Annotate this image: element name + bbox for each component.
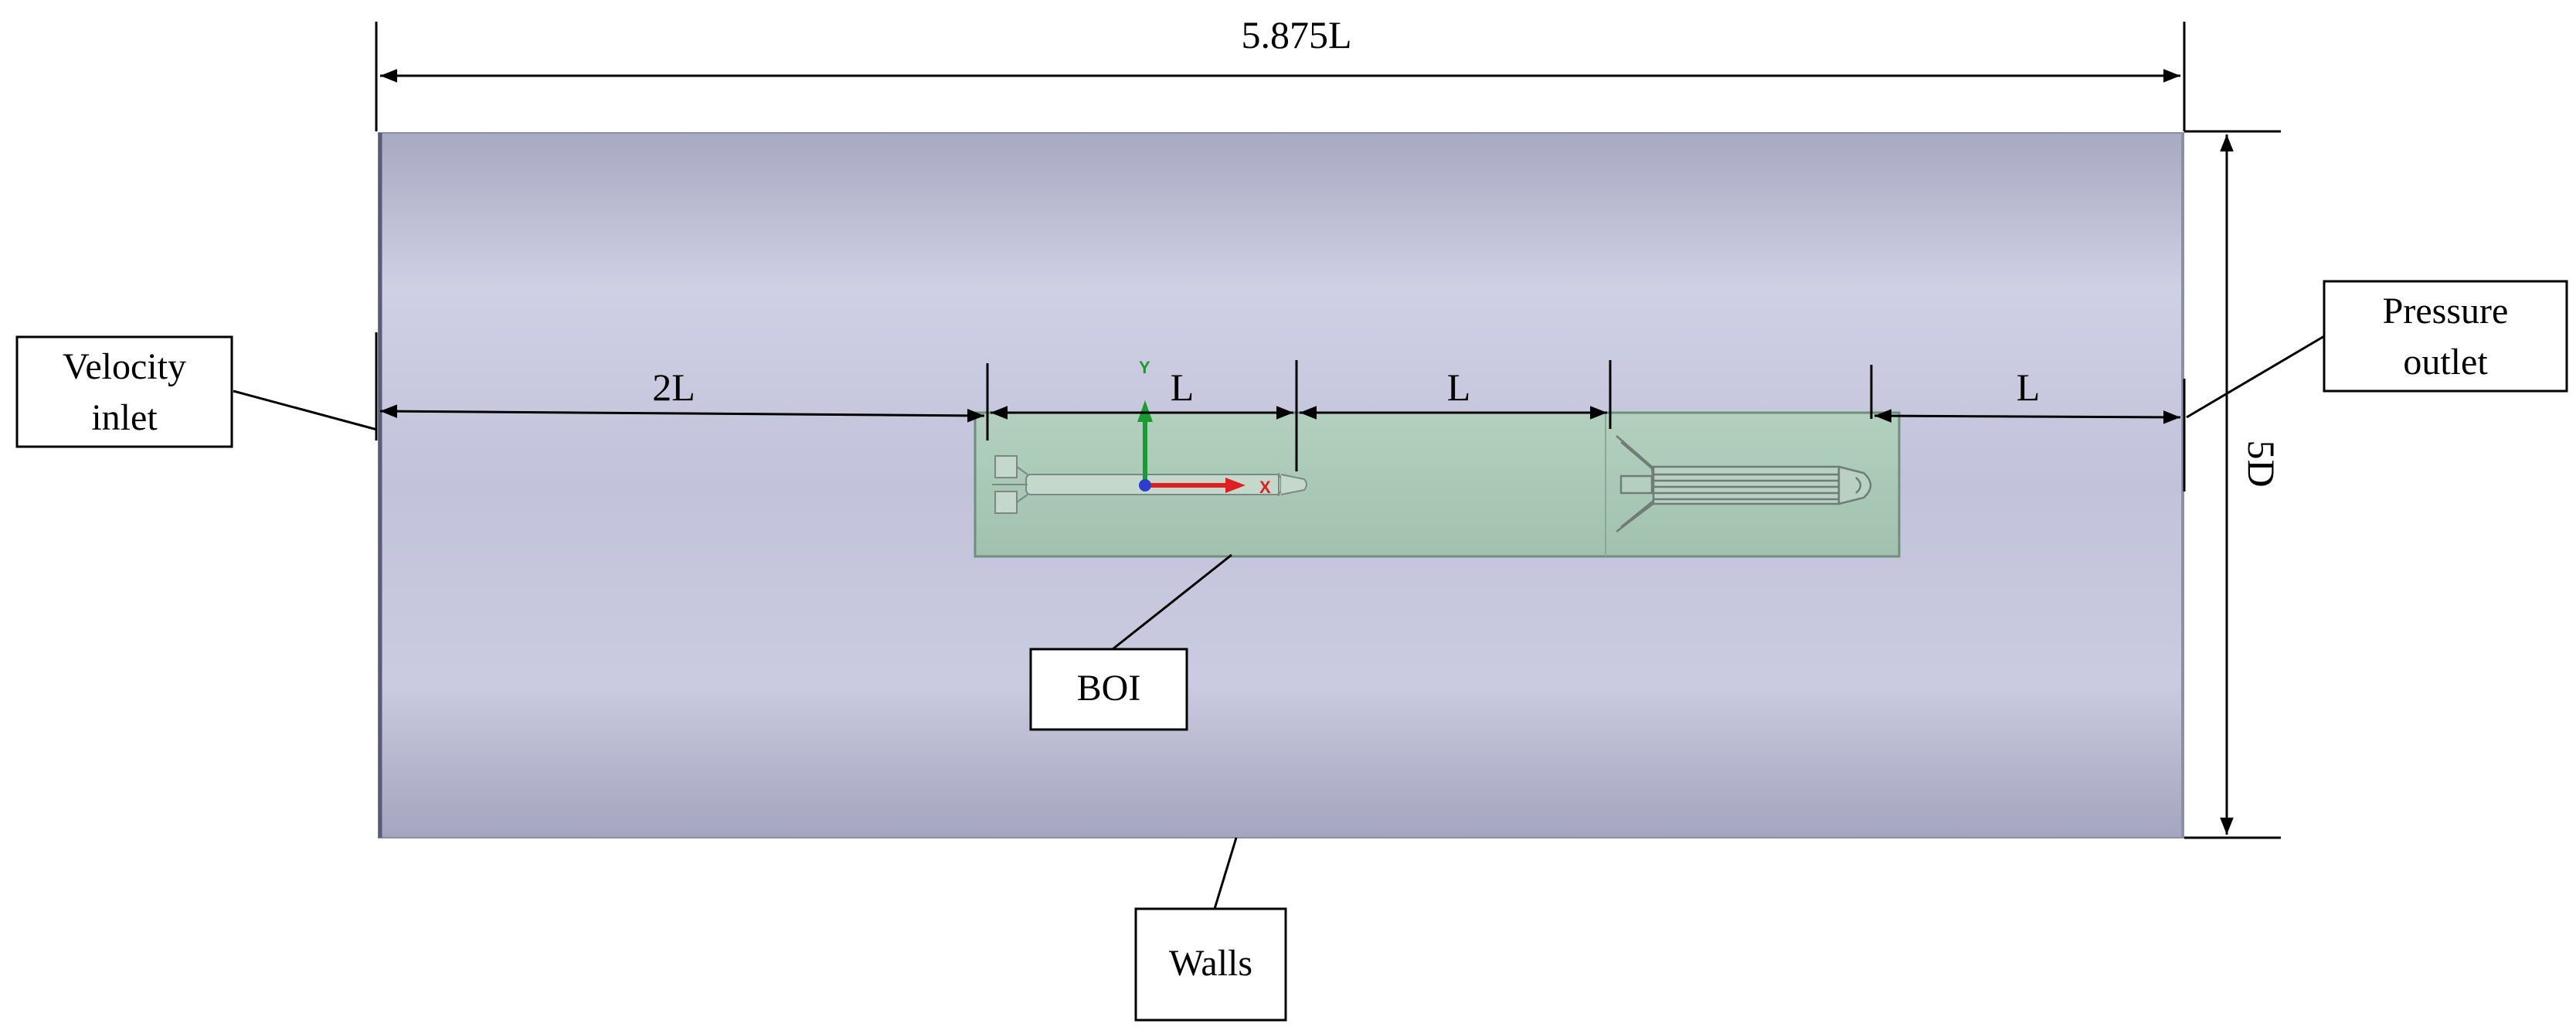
dim-diameter: 5D	[2240, 440, 2283, 487]
callout-pressure-outlet: Pressure outlet	[2323, 280, 2568, 393]
dim-line-upstream	[379, 404, 985, 423]
pressure-outlet-line-2: outlet	[2403, 342, 2488, 383]
origin-dot	[1139, 479, 1151, 491]
x-axis-label: X	[1259, 478, 1271, 497]
callout-velocity-inlet: Velocity inlet	[15, 335, 233, 448]
callout-boi: BOI	[1029, 648, 1188, 731]
callout-leaders	[233, 329, 2334, 910]
dim-model-1: L	[1171, 366, 1195, 409]
pressure-outlet-line-1: Pressure	[2383, 291, 2509, 332]
boi-label: BOI	[1077, 668, 1141, 709]
velocity-inlet-line-1: Velocity	[63, 346, 186, 387]
dim-line-downstream	[1874, 409, 2181, 424]
dimension-lines	[375, 22, 2281, 839]
dim-gap: L	[1447, 366, 1471, 409]
velocity-inlet-line-2: inlet	[91, 397, 158, 438]
model-2	[1616, 435, 1872, 532]
y-axis-label: Y	[1139, 358, 1150, 377]
walls-label: Walls	[1169, 943, 1252, 984]
dim-total-length: 5.875L	[1241, 13, 1351, 56]
dim-downstream: L	[2017, 366, 2041, 409]
callout-walls: Walls	[1134, 907, 1287, 1022]
dim-upstream: 2L	[652, 366, 695, 409]
